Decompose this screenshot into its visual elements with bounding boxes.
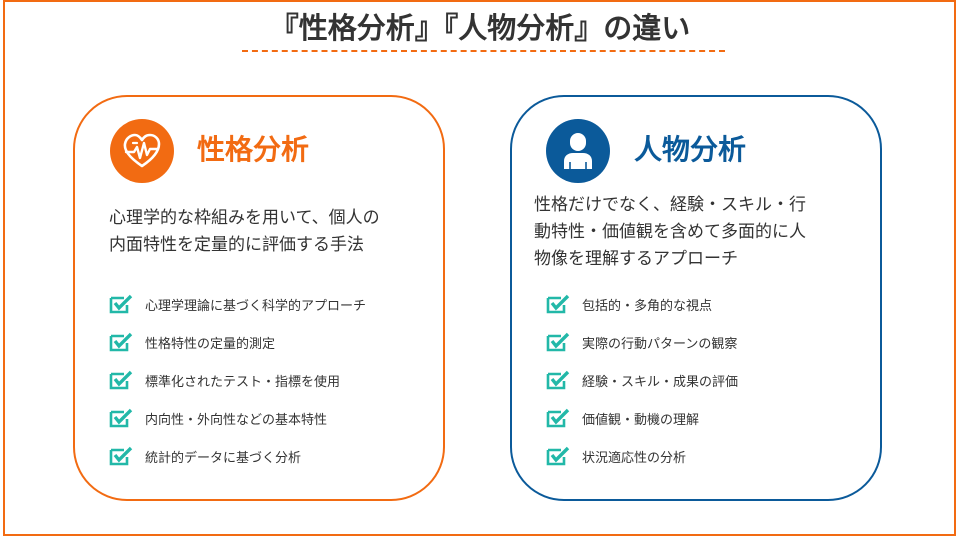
card-title: 性格分析 bbox=[197, 133, 310, 166]
description-line: 動特性・価値観を含めて多面的に人 bbox=[534, 222, 806, 242]
list-item: 包括的・多角的な視点 bbox=[546, 285, 738, 323]
list-item-label: 包括的・多角的な視点 bbox=[582, 298, 713, 314]
list-item: 内向性・外向性などの基本特性 bbox=[109, 399, 366, 437]
checkbox-icon bbox=[109, 294, 133, 314]
checkbox-icon bbox=[109, 446, 133, 466]
list-item: 状況適応性の分析 bbox=[546, 437, 738, 475]
card-description: 性格だけでなく、経験・スキル・行 動特性・価値観を含めて多面的に人 物像を理解す… bbox=[534, 192, 854, 273]
list-item: 経験・スキル・成果の評価 bbox=[546, 361, 738, 399]
checkbox-icon bbox=[546, 294, 570, 314]
checkbox-icon bbox=[109, 408, 133, 428]
list-item-label: 心理学理論に基づく科学的アプローチ bbox=[145, 298, 367, 314]
checkbox-icon bbox=[546, 332, 570, 352]
person-icon bbox=[546, 119, 610, 183]
checkbox-icon bbox=[546, 370, 570, 390]
list-item-label: 状況適応性の分析 bbox=[582, 450, 687, 466]
list-item-label: 内向性・外向性などの基本特性 bbox=[145, 412, 328, 428]
checkbox-icon bbox=[109, 332, 133, 352]
heartbeat-icon bbox=[110, 119, 174, 183]
list-item: 性格特性の定量的測定 bbox=[109, 323, 366, 361]
page-title: 『性格分析』『人物分析』の違い bbox=[269, 11, 691, 45]
description-line: 内面特性を定量的に評価する手法 bbox=[109, 235, 364, 255]
list-item-label: 標準化されたテスト・指標を使用 bbox=[145, 374, 341, 390]
slide-frame bbox=[3, 0, 956, 536]
list-item-label: 性格特性の定量的測定 bbox=[145, 336, 276, 352]
description-line: 性格だけでなく、経験・スキル・行 bbox=[534, 195, 806, 215]
list-item-label: 価値観・動機の理解 bbox=[582, 412, 700, 428]
list-item-label: 経験・スキル・成果の評価 bbox=[582, 374, 739, 390]
list-item: 標準化されたテスト・指標を使用 bbox=[109, 361, 366, 399]
checkbox-icon bbox=[546, 408, 570, 428]
feature-list: 包括的・多角的な視点 実際の行動パターンの観察 経験・スキル・成果の評価 価値観… bbox=[546, 285, 738, 475]
list-item: 心理学理論に基づく科学的アプローチ bbox=[109, 285, 366, 323]
card-personality-analysis: 性格分析 心理学的な枠組みを用いて、個人の 内面特性を定量的に評価する手法 心理… bbox=[73, 95, 445, 501]
description-line: 心理学的な枠組みを用いて、個人の bbox=[109, 208, 380, 228]
list-item: 実際の行動パターンの観察 bbox=[546, 323, 738, 361]
title-underline bbox=[242, 50, 725, 52]
list-item: 価値観・動機の理解 bbox=[546, 399, 738, 437]
card-title: 人物分析 bbox=[634, 133, 747, 166]
list-item-label: 統計的データに基づく分析 bbox=[145, 450, 302, 466]
checkbox-icon bbox=[546, 446, 570, 466]
list-item-label: 実際の行動パターンの観察 bbox=[582, 336, 738, 352]
list-item: 統計的データに基づく分析 bbox=[109, 437, 366, 475]
description-line: 物像を理解するアプローチ bbox=[534, 249, 738, 269]
feature-list: 心理学理論に基づく科学的アプローチ 性格特性の定量的測定 標準化されたテスト・指… bbox=[109, 285, 366, 475]
card-description: 心理学的な枠組みを用いて、個人の 内面特性を定量的に評価する手法 bbox=[109, 205, 429, 259]
card-person-analysis: 人物分析 性格だけでなく、経験・スキル・行 動特性・価値観を含めて多面的に人 物… bbox=[510, 95, 882, 501]
checkbox-icon bbox=[109, 370, 133, 390]
